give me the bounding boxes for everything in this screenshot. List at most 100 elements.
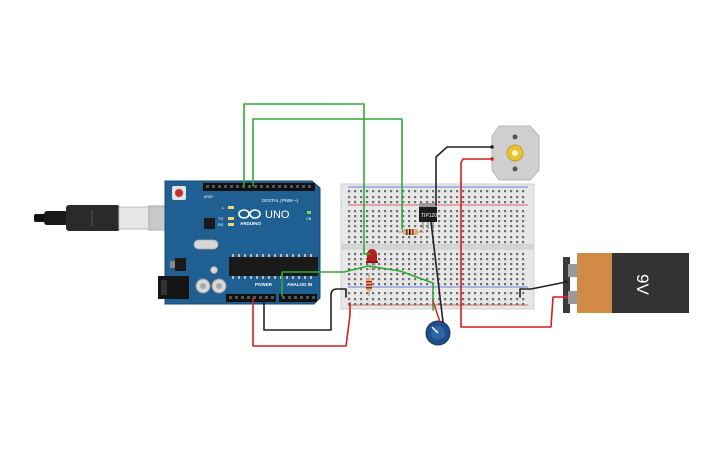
- breadboard-hole[interactable]: [444, 273, 447, 276]
- breadboard-hole[interactable]: [390, 215, 393, 218]
- breadboard-hole[interactable]: [444, 190, 447, 193]
- breadboard-hole[interactable]: [486, 230, 489, 233]
- breadboard-hole[interactable]: [426, 236, 429, 239]
- breadboard-hole[interactable]: [462, 241, 465, 244]
- breadboard-hole[interactable]: [516, 298, 519, 301]
- breadboard-hole[interactable]: [522, 273, 525, 276]
- breadboard-hole[interactable]: [390, 201, 393, 204]
- breadboard-hole[interactable]: [354, 253, 357, 256]
- breadboard-hole[interactable]: [360, 241, 363, 244]
- breadboard-hole[interactable]: [480, 273, 483, 276]
- breadboard-hole[interactable]: [492, 225, 495, 228]
- breadboard-hole[interactable]: [498, 298, 501, 301]
- breadboard-hole[interactable]: [348, 230, 351, 233]
- breadboard-hole[interactable]: [360, 258, 363, 261]
- breadboard-hole[interactable]: [516, 236, 519, 239]
- breadboard-hole[interactable]: [492, 241, 495, 244]
- breadboard-hole[interactable]: [360, 190, 363, 193]
- breadboard-hole[interactable]: [354, 273, 357, 276]
- breadboard-hole[interactable]: [378, 201, 381, 204]
- breadboard-hole[interactable]: [378, 283, 381, 286]
- breadboard-hole[interactable]: [450, 241, 453, 244]
- breadboard-hole[interactable]: [462, 268, 465, 271]
- breadboard-hole[interactable]: [450, 292, 453, 295]
- breadboard-hole[interactable]: [438, 278, 441, 281]
- breadboard-hole[interactable]: [402, 241, 405, 244]
- breadboard-hole[interactable]: [372, 201, 375, 204]
- breadboard-hole[interactable]: [510, 225, 513, 228]
- breadboard-hole[interactable]: [456, 268, 459, 271]
- breadboard-hole[interactable]: [498, 215, 501, 218]
- breadboard-hole[interactable]: [372, 210, 375, 213]
- breadboard-hole[interactable]: [462, 215, 465, 218]
- breadboard-hole[interactable]: [474, 278, 477, 281]
- breadboard-hole[interactable]: [360, 298, 363, 301]
- breadboard-hole[interactable]: [384, 283, 387, 286]
- breadboard-hole[interactable]: [504, 253, 507, 256]
- led-resistor[interactable]: [366, 273, 372, 296]
- breadboard-hole[interactable]: [426, 298, 429, 301]
- breadboard-hole[interactable]: [360, 283, 363, 286]
- breadboard-hole[interactable]: [510, 230, 513, 233]
- breadboard-hole[interactable]: [468, 258, 471, 261]
- breadboard-hole[interactable]: [432, 263, 435, 266]
- breadboard-hole[interactable]: [378, 278, 381, 281]
- breadboard-hole[interactable]: [456, 196, 459, 199]
- breadboard-hole[interactable]: [522, 236, 525, 239]
- breadboard-hole[interactable]: [462, 220, 465, 223]
- breadboard-hole[interactable]: [522, 268, 525, 271]
- breadboard-hole[interactable]: [402, 298, 405, 301]
- breadboard-hole[interactable]: [360, 220, 363, 223]
- breadboard-hole[interactable]: [498, 225, 501, 228]
- breadboard-hole[interactable]: [402, 263, 405, 266]
- breadboard-hole[interactable]: [378, 236, 381, 239]
- breadboard-hole[interactable]: [438, 196, 441, 199]
- breadboard-hole[interactable]: [462, 190, 465, 193]
- breadboard-hole[interactable]: [402, 258, 405, 261]
- breadboard-hole[interactable]: [438, 253, 441, 256]
- breadboard-hole[interactable]: [390, 190, 393, 193]
- breadboard-hole[interactable]: [366, 230, 369, 233]
- red-led-icon[interactable]: [366, 249, 378, 270]
- breadboard-hole[interactable]: [462, 292, 465, 295]
- breadboard-hole[interactable]: [498, 241, 501, 244]
- breadboard-hole[interactable]: [396, 225, 399, 228]
- breadboard-hole[interactable]: [402, 225, 405, 228]
- breadboard-hole[interactable]: [408, 303, 411, 306]
- breadboard-hole[interactable]: [492, 196, 495, 199]
- breadboard-hole[interactable]: [462, 283, 465, 286]
- breadboard-hole[interactable]: [354, 298, 357, 301]
- breadboard-hole[interactable]: [498, 258, 501, 261]
- breadboard-hole[interactable]: [486, 236, 489, 239]
- breadboard-hole[interactable]: [486, 283, 489, 286]
- breadboard-hole[interactable]: [468, 292, 471, 295]
- breadboard-hole[interactable]: [492, 210, 495, 213]
- breadboard-hole[interactable]: [438, 268, 441, 271]
- breadboard-hole[interactable]: [480, 236, 483, 239]
- breadboard-hole[interactable]: [516, 215, 519, 218]
- breadboard-hole[interactable]: [462, 298, 465, 301]
- breadboard-hole[interactable]: [462, 273, 465, 276]
- breadboard-hole[interactable]: [510, 220, 513, 223]
- breadboard-hole[interactable]: [420, 201, 423, 204]
- breadboard-hole[interactable]: [444, 253, 447, 256]
- breadboard-hole[interactable]: [432, 201, 435, 204]
- breadboard-hole[interactable]: [480, 201, 483, 204]
- breadboard-hole[interactable]: [372, 268, 375, 271]
- breadboard-hole[interactable]: [354, 210, 357, 213]
- breadboard-hole[interactable]: [456, 220, 459, 223]
- breadboard-hole[interactable]: [450, 258, 453, 261]
- breadboard-hole[interactable]: [444, 241, 447, 244]
- breadboard-hole[interactable]: [456, 258, 459, 261]
- breadboard-hole[interactable]: [402, 236, 405, 239]
- breadboard-hole[interactable]: [408, 196, 411, 199]
- breadboard-hole[interactable]: [522, 210, 525, 213]
- breadboard-hole[interactable]: [498, 278, 501, 281]
- breadboard-hole[interactable]: [414, 210, 417, 213]
- breadboard-hole[interactable]: [444, 210, 447, 213]
- breadboard-hole[interactable]: [474, 283, 477, 286]
- breadboard-hole[interactable]: [354, 303, 357, 306]
- breadboard-hole[interactable]: [444, 220, 447, 223]
- breadboard-hole[interactable]: [360, 215, 363, 218]
- breadboard-hole[interactable]: [390, 283, 393, 286]
